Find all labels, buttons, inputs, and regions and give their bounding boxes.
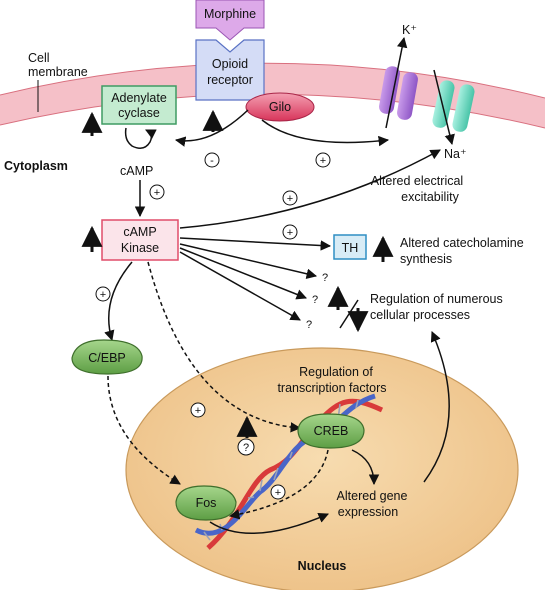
regulation-tf-line2: transcription factors: [277, 381, 386, 395]
camp-kinase-label-line1: cAMP: [123, 225, 156, 239]
altered-excitability-line1: Altered electrical: [371, 174, 463, 188]
adenylate-cyclase-label-line2: cyclase: [118, 106, 160, 120]
na-influx-arrow: [433, 69, 455, 146]
gilo-to-adenylate-arrow: [174, 109, 249, 147]
gilo: [245, 92, 315, 122]
altered-catecholamine-line2: synthesis: [400, 252, 452, 266]
creb-blob: [297, 413, 365, 449]
morphine: [195, 0, 265, 41]
altered-gene-line2: expression: [338, 505, 398, 519]
regulation-slash: [339, 299, 359, 329]
plus-sign-circle-cebp: [95, 286, 111, 302]
plus-sign-fos: +: [275, 487, 281, 499]
opioid-receptor-label-line1: Opioid: [212, 57, 248, 71]
altered-gene-line1: Altered gene: [337, 489, 408, 503]
kinase-to-channels-arrow: [179, 149, 441, 229]
minus-sign-circle: [204, 152, 220, 168]
question-mark-3: ?: [306, 319, 312, 331]
cell-membrane-label-line1: Cell: [28, 51, 50, 65]
cebp-label: C/EBP: [88, 351, 126, 365]
camp-kinase-box: [101, 219, 179, 261]
question-mark-1: ?: [322, 272, 328, 284]
adenylate-cyclase-box: [101, 85, 177, 125]
plus-sign-channels: +: [320, 155, 326, 167]
regulation-processes-line2: cellular processes: [370, 308, 470, 322]
kinase-to-creb-arrow: [147, 261, 302, 433]
question-mark-2: ?: [312, 294, 318, 306]
plus-sign-excitability: +: [287, 193, 293, 205]
altered-catecholamine-line1: Altered catecholamine: [400, 236, 524, 250]
cytoplasm-label: Cytoplasm: [4, 159, 68, 173]
gene-to-processes-arrow: [423, 331, 450, 483]
creb-to-gene-arrow: [351, 449, 380, 486]
kinase-to-question-arrow-3: [179, 251, 301, 321]
adenylate-to-camp-arrow: [124, 127, 157, 149]
camp-kinase-label-line2: Kinase: [121, 241, 159, 255]
th-label: TH: [342, 241, 359, 255]
gilo-to-channels-arrow: [261, 119, 390, 147]
plus-sign-circle-th: [282, 224, 298, 240]
kinase-to-th-arrow: [179, 237, 332, 251]
creb-label: CREB: [314, 424, 349, 438]
fos-to-gene-arrow: [209, 512, 329, 534]
k-ion-label: K⁺: [402, 23, 417, 37]
gilo-label: Gilo: [269, 100, 291, 114]
plus-sign-circle-excitability: [282, 190, 298, 206]
plus-sign-circle-creb: [190, 402, 206, 418]
na-ion-label: Na⁺: [444, 147, 467, 161]
na-channel: [432, 80, 475, 132]
dna-question-mark: ?: [243, 442, 249, 454]
fos-label: Fos: [196, 496, 217, 510]
plus-sign-cebp: +: [100, 289, 106, 301]
kinase-to-question-arrow-1: [179, 243, 318, 279]
plus-sign-th: +: [287, 227, 293, 239]
plus-sign-circle-fos: [270, 484, 286, 500]
th-box: [333, 234, 367, 260]
plus-sign-circle-camp: [149, 184, 165, 200]
morphine-label: Morphine: [204, 7, 256, 21]
plus-sign-camp: +: [154, 187, 160, 199]
altered-excitability-line2: excitability: [401, 190, 459, 204]
plus-sign-creb: +: [195, 405, 201, 417]
k-channel: [379, 66, 418, 120]
nucleus-label: Nucleus: [298, 559, 347, 573]
creb-to-fos-arrow: [228, 449, 329, 520]
kinase-to-question-arrow-2: [179, 247, 307, 300]
regulation-processes-line1: Regulation of numerous: [370, 292, 503, 306]
kinase-to-cebp-arrow: [104, 261, 133, 342]
camp-label: cAMP: [120, 164, 153, 178]
k-efflux-arrow: [385, 36, 408, 129]
opioid-receptor: [195, 39, 265, 101]
fos-blob: [175, 485, 237, 521]
cebp-blob: [71, 339, 143, 375]
opioid-receptor-label-line2: receptor: [207, 73, 253, 87]
regulation-tf-line1: Regulation of: [299, 365, 373, 379]
minus-sign: -: [210, 155, 214, 167]
dna-question-circle: [237, 438, 255, 456]
adenylate-cyclase-label-line1: Adenylate: [111, 91, 167, 105]
cell-membrane-label-line2: membrane: [28, 65, 88, 79]
plus-sign-circle-channels: [315, 152, 331, 168]
